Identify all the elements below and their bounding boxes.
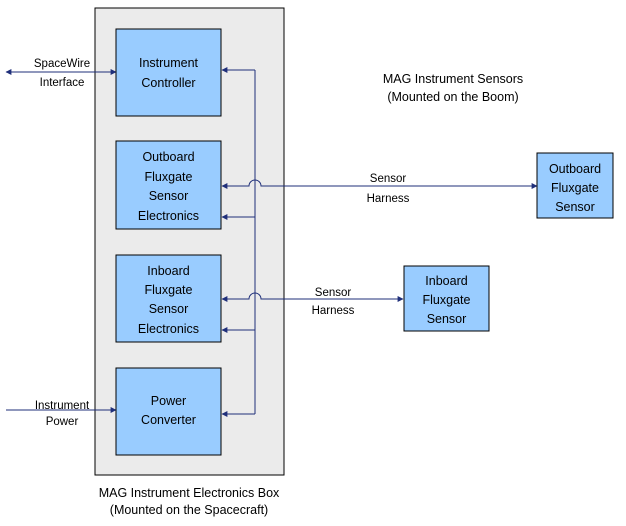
outboard-harness-label-1: Sensor [370,173,407,185]
instrument-controller-label-1: Instrument [139,56,199,70]
outboard-sensor-block: Outboard Fluxgate Sensor [536,152,614,219]
outboard-electronics-label-4: Electronics [138,209,199,223]
power-converter-label-1: Power [151,394,186,408]
power-converter-label-2: Converter [141,413,196,427]
inboard-sensor-label-3: Sensor [427,312,467,326]
inboard-harness-label-1: Sensor [315,287,352,299]
outboard-harness-label-2: Harness [367,193,410,205]
inboard-electronics-label-2: Fluxgate [145,283,193,297]
electronics-box-caption-1: MAG Instrument Electronics Box [99,486,280,500]
outboard-electronics-label-2: Fluxgate [145,170,193,184]
captions: MAG Instrument Sensors (Mounted on the B… [99,72,523,517]
spacewire-label-2: Interface [40,77,85,89]
inboard-electronics-label-4: Electronics [138,322,199,336]
outboard-sensor-harness [221,179,538,189]
inboard-electronics-label-3: Sensor [149,302,189,316]
power-converter-block: Power Converter [115,367,222,456]
inboard-sensor-block: Inboard Fluxgate Sensor [403,265,490,332]
inboard-electronics-block: Inboard Fluxgate Sensor Electronics [115,254,222,343]
instrument-power-label-1: Instrument [35,400,90,412]
instrument-controller-block: Instrument Controller [115,28,222,117]
inboard-harness-label-2: Harness [312,305,355,317]
sensors-caption-1: MAG Instrument Sensors [383,72,523,86]
outboard-sensor-label-2: Fluxgate [551,181,599,195]
electronics-box-caption-2: (Mounted on the Spacecraft) [110,503,268,517]
interface-labels: SpaceWire Interface Instrument Power Sen… [34,58,410,428]
wiring [5,67,538,417]
outboard-electronics-label-1: Outboard [142,150,194,164]
inboard-sensor-label-2: Fluxgate [423,293,471,307]
inboard-sensor-label-1: Inboard [425,274,467,288]
inboard-sensor-harness [221,292,404,302]
inboard-electronics-label-1: Inboard [147,264,189,278]
outboard-electronics-label-3: Sensor [149,189,189,203]
sensors-caption-2: (Mounted on the Boom) [387,90,518,104]
outboard-electronics-block: Outboard Fluxgate Sensor Electronics [115,140,222,230]
instrument-controller-label-2: Controller [141,76,195,90]
spacewire-label-1: SpaceWire [34,58,90,70]
outboard-sensor-label-1: Outboard [549,162,601,176]
outboard-sensor-label-3: Sensor [555,200,595,214]
instrument-power-label-2: Power [46,416,79,428]
